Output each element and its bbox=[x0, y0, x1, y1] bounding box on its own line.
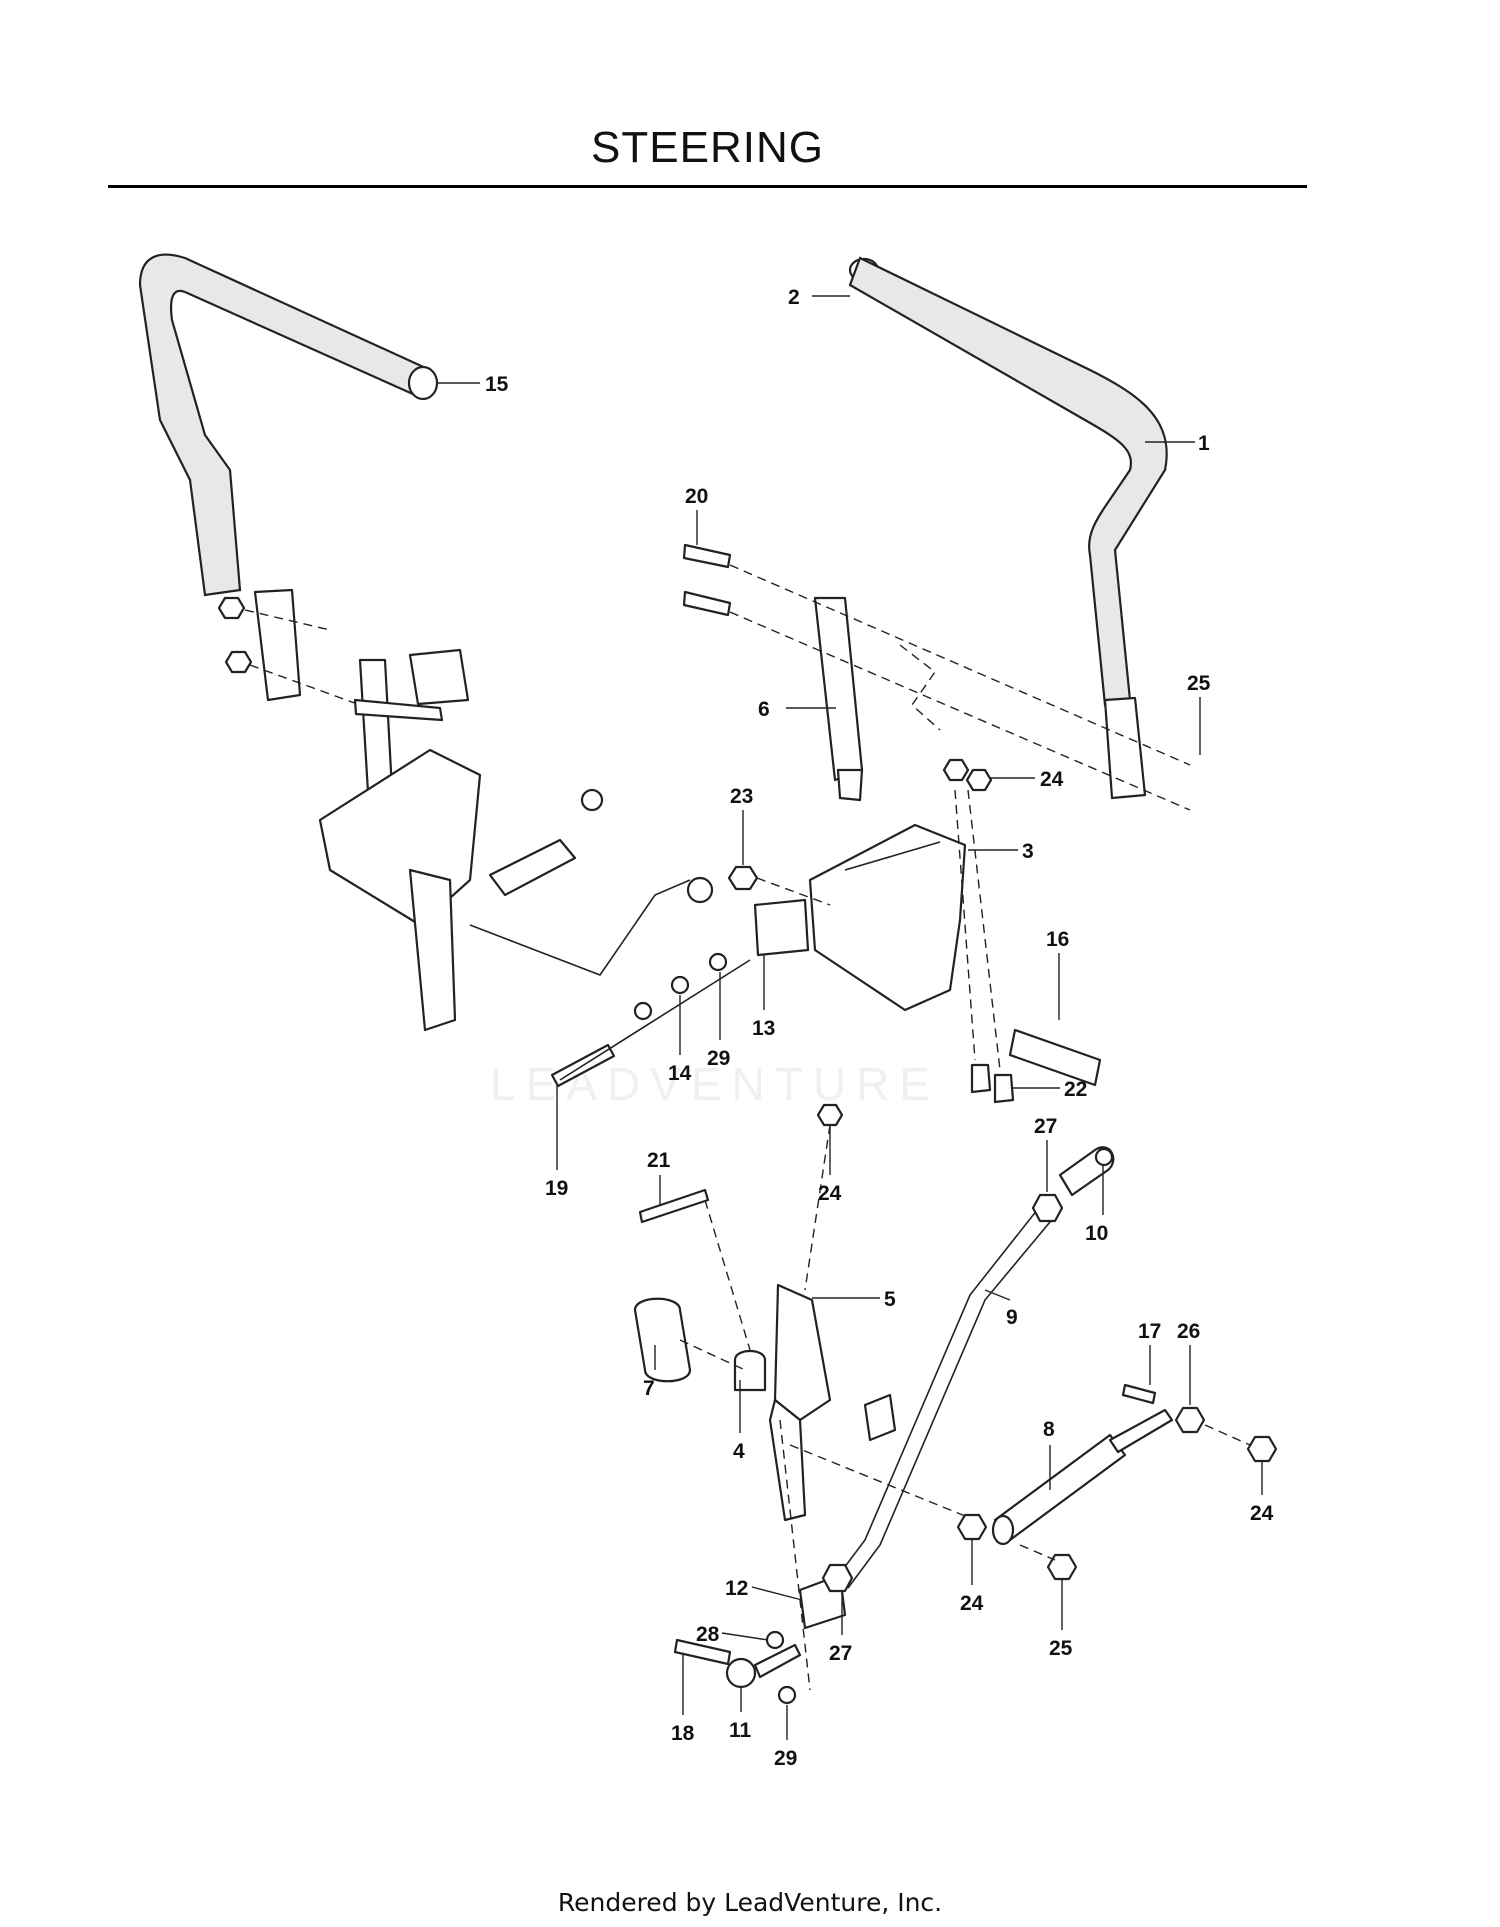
render-credit: Rendered by LeadVenture, Inc. bbox=[557, 1888, 943, 1917]
svg-text:22: 22 bbox=[1064, 1078, 1087, 1101]
svg-text:17: 17 bbox=[1138, 1320, 1161, 1343]
svg-text:18: 18 bbox=[671, 1722, 695, 1745]
adjuster-plate-assembly bbox=[682, 543, 1191, 811]
svg-text:19: 19 bbox=[545, 1177, 568, 1200]
callout-27-lower: 27 bbox=[829, 1592, 852, 1665]
svg-text:28: 28 bbox=[696, 1623, 720, 1646]
svg-text:26: 26 bbox=[1177, 1320, 1200, 1343]
callout-8: 8 bbox=[1043, 1418, 1055, 1490]
callout-3: 3 bbox=[968, 840, 1034, 863]
callout-17: 17 bbox=[1138, 1320, 1161, 1385]
svg-text:24: 24 bbox=[1250, 1502, 1274, 1525]
svg-text:12: 12 bbox=[725, 1577, 748, 1600]
callout-9: 9 bbox=[984, 1289, 1018, 1329]
callout-4: 4 bbox=[733, 1380, 745, 1463]
lower-arm-assembly bbox=[633, 1103, 976, 1691]
callout-25-lower: 25 bbox=[1049, 1580, 1073, 1660]
steering-rod-assembly bbox=[673, 1146, 1115, 1705]
callout-29-lower: 29 bbox=[774, 1705, 797, 1770]
svg-text:27: 27 bbox=[829, 1642, 852, 1665]
svg-text:8: 8 bbox=[1043, 1418, 1055, 1441]
callout-16: 16 bbox=[1046, 928, 1069, 1020]
svg-text:6: 6 bbox=[758, 698, 770, 721]
svg-text:15: 15 bbox=[485, 373, 509, 396]
right-steering-lever bbox=[848, 256, 1168, 800]
callout-5: 5 bbox=[812, 1288, 896, 1311]
callout-20: 20 bbox=[685, 485, 708, 545]
svg-text:9: 9 bbox=[1006, 1306, 1018, 1329]
svg-text:7: 7 bbox=[643, 1377, 655, 1400]
callout-23: 23 bbox=[730, 785, 753, 865]
callout-24-mid: 24 bbox=[818, 1125, 842, 1205]
svg-text:20: 20 bbox=[685, 485, 708, 508]
callout-28: 28 bbox=[696, 1623, 769, 1646]
title-divider bbox=[108, 185, 1307, 188]
left-pivot-assembly bbox=[318, 648, 714, 1032]
callout-11: 11 bbox=[729, 1688, 752, 1742]
svg-text:24: 24 bbox=[960, 1592, 984, 1615]
svg-text:29: 29 bbox=[707, 1047, 730, 1070]
callout-12: 12 bbox=[725, 1577, 803, 1601]
callout-6: 6 bbox=[758, 698, 836, 721]
callout-24-extra: 24 bbox=[0, 0, 962, 781]
svg-text:24: 24 bbox=[818, 1182, 842, 1205]
svg-text:2: 2 bbox=[788, 286, 800, 309]
page-title: STEERING bbox=[591, 123, 824, 172]
callout-7: 7 bbox=[643, 1345, 656, 1400]
callout-18: 18 bbox=[671, 1655, 695, 1745]
svg-text:23: 23 bbox=[730, 785, 753, 808]
callout-15: 15 bbox=[437, 373, 509, 396]
callout-24-right: 24 bbox=[1250, 1462, 1274, 1525]
svg-text:25: 25 bbox=[1049, 1637, 1073, 1660]
svg-text:25: 25 bbox=[1187, 672, 1211, 695]
svg-text:29: 29 bbox=[774, 1747, 797, 1770]
svg-text:14: 14 bbox=[668, 1062, 692, 1085]
svg-text:16: 16 bbox=[1046, 928, 1069, 951]
damper-assembly bbox=[956, 1383, 1278, 1581]
svg-text:11: 11 bbox=[729, 1719, 752, 1742]
steering-bracket-assembly bbox=[727, 758, 1102, 1104]
callout-29-upper: 29 bbox=[707, 972, 730, 1070]
callout-22: 22 bbox=[1012, 1078, 1087, 1101]
callout-2: 2 bbox=[788, 286, 850, 309]
callout-19: 19 bbox=[545, 1085, 568, 1200]
callout-13: 13 bbox=[752, 955, 775, 1040]
left-steering-lever bbox=[138, 253, 439, 702]
callout-26: 26 bbox=[1177, 1320, 1200, 1405]
left-lever-fasteners bbox=[217, 596, 444, 722]
svg-text:27: 27 bbox=[1034, 1115, 1057, 1138]
svg-text:21: 21 bbox=[647, 1149, 671, 1172]
callout-14: 14 bbox=[668, 995, 692, 1085]
svg-text:5: 5 bbox=[884, 1288, 896, 1311]
svg-text:13: 13 bbox=[752, 1017, 775, 1040]
svg-text:1: 1 bbox=[1198, 432, 1210, 455]
svg-text:4: 4 bbox=[733, 1440, 745, 1463]
callout-25-top: 25 bbox=[1187, 672, 1211, 755]
callout-1: 1 bbox=[1145, 432, 1210, 455]
callout-24-top: 24 bbox=[990, 768, 1064, 791]
callout-21: 21 bbox=[647, 1149, 671, 1205]
callout-24-lower: 24 bbox=[960, 1540, 984, 1615]
svg-text:24: 24 bbox=[1040, 768, 1064, 791]
callout-27-top: 27 bbox=[1034, 1115, 1057, 1192]
svg-text:10: 10 bbox=[1085, 1222, 1108, 1245]
callout-10: 10 bbox=[1085, 1165, 1108, 1245]
svg-text:3: 3 bbox=[1022, 840, 1034, 863]
pivot-block-assembly bbox=[550, 898, 810, 1088]
